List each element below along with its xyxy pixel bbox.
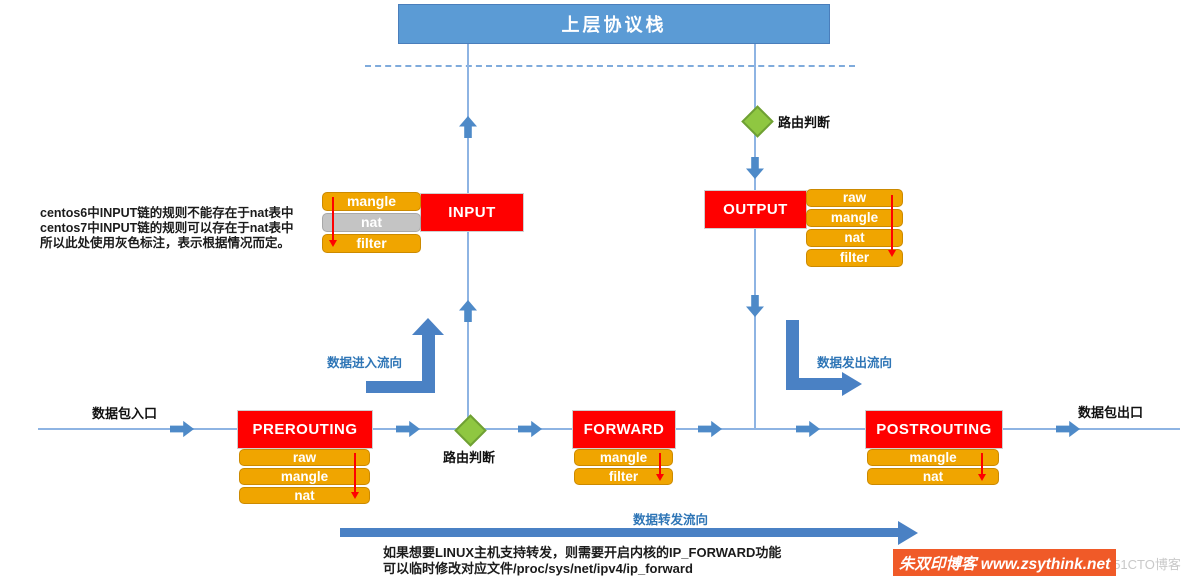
chain-box-postrouting: POSTROUTING bbox=[865, 410, 1003, 449]
table-order-arrow bbox=[888, 195, 896, 257]
note-line-2: centos7中INPUT链的规则可以存在于nat表中 bbox=[40, 221, 294, 235]
chain-label-input: INPUT bbox=[448, 204, 496, 221]
table-row-nat: nat bbox=[867, 468, 999, 485]
right-arrow-icon bbox=[698, 420, 722, 438]
forward-table-stack: mangle filter bbox=[574, 449, 673, 485]
note-line-3: 所以此处使用灰色标注，表示根据情况而定。 bbox=[40, 236, 291, 250]
table-row-mangle: mangle bbox=[239, 468, 370, 485]
output-flow-line bbox=[754, 42, 756, 429]
chain-label-postrouting: POSTROUTING bbox=[876, 421, 992, 438]
table-row-filter: filter bbox=[806, 249, 903, 267]
table-row-nat: nat bbox=[806, 229, 903, 247]
flow-in-label: 数据进入流向 bbox=[327, 356, 403, 370]
table-row-filter: filter bbox=[574, 468, 673, 485]
packet-in-label: 数据包入口 bbox=[92, 406, 158, 421]
right-arrow-icon bbox=[1056, 420, 1080, 438]
up-arrow-icon bbox=[459, 116, 477, 138]
table-order-arrow bbox=[978, 453, 986, 481]
chain-box-prerouting: PREROUTING bbox=[237, 410, 373, 449]
watermark-badge: 朱双印博客 www.zsythink.net bbox=[893, 549, 1117, 576]
right-arrow-icon bbox=[796, 420, 820, 438]
forward-flow-arrow bbox=[340, 521, 922, 545]
table-row-mangle: mangle bbox=[574, 449, 673, 466]
routing-decision-label-top: 路由判断 bbox=[778, 115, 831, 130]
chain-label-output: OUTPUT bbox=[723, 201, 788, 218]
chain-box-output: OUTPUT bbox=[704, 190, 807, 229]
down-arrow-icon bbox=[746, 295, 764, 317]
centos-note-text: centos6中INPUT链的规则不能存在于nat表中 centos7中INPU… bbox=[40, 206, 294, 251]
table-order-arrow bbox=[656, 453, 664, 481]
packet-out-label: 数据包出口 bbox=[1078, 405, 1144, 420]
flow-out-label: 数据发出流向 bbox=[817, 356, 893, 370]
chain-box-forward: FORWARD bbox=[572, 410, 676, 449]
prerouting-table-stack: raw mangle nat bbox=[239, 449, 370, 504]
up-arrow-icon bbox=[459, 300, 477, 322]
right-arrow-icon bbox=[396, 420, 420, 438]
table-order-arrow bbox=[351, 453, 359, 499]
table-row-filter: filter bbox=[322, 234, 421, 253]
table-order-arrow bbox=[329, 197, 337, 247]
bottom-note-line-2: 可以临时修改对应文件/proc/sys/net/ipv4/ip_forward bbox=[383, 561, 693, 576]
down-arrow-icon bbox=[746, 157, 764, 179]
input-table-stack: mangle nat filter bbox=[322, 192, 421, 253]
table-row-raw: raw bbox=[239, 449, 370, 466]
outbound-flow-arrow bbox=[786, 320, 876, 402]
ip-forward-note: 如果想要LINUX主机支持转发，则需要开启内核的IP_FORWARD功能 可以临… bbox=[383, 545, 781, 577]
routing-decision-diamond-top bbox=[741, 105, 774, 138]
chain-box-input: INPUT bbox=[420, 193, 524, 232]
table-row-mangle: mangle bbox=[322, 192, 421, 211]
bottom-note-line-1: 如果想要LINUX主机支持转发，则需要开启内核的IP_FORWARD功能 bbox=[383, 545, 782, 560]
chain-label-prerouting: PREROUTING bbox=[252, 421, 358, 438]
protocol-stack-title: 上层协议栈 bbox=[561, 15, 667, 35]
dashed-separator-line bbox=[365, 65, 855, 67]
postrouting-table-stack: mangle nat bbox=[867, 449, 999, 485]
note-line-1: centos6中INPUT链的规则不能存在于nat表中 bbox=[40, 206, 294, 220]
chain-label-forward: FORWARD bbox=[583, 421, 665, 438]
flow-forward-label: 数据转发流向 bbox=[633, 513, 709, 527]
right-arrow-icon bbox=[170, 420, 194, 438]
inbound-flow-arrow bbox=[366, 318, 444, 393]
table-row-nat: nat bbox=[322, 213, 421, 232]
watermark-site-text: 朱双印博客 www.zsythink.net bbox=[899, 555, 1111, 573]
right-arrow-icon bbox=[518, 420, 542, 438]
routing-decision-label-mid: 路由判断 bbox=[443, 450, 496, 465]
table-row-mangle: mangle bbox=[867, 449, 999, 466]
table-row-nat: nat bbox=[239, 487, 370, 504]
protocol-stack-banner: 上层协议栈 bbox=[398, 4, 830, 44]
output-table-stack: raw mangle nat filter bbox=[806, 189, 903, 267]
faint-watermark-text: @51CTO博客 bbox=[1100, 557, 1181, 572]
table-row-mangle: mangle bbox=[806, 209, 903, 227]
table-row-raw: raw bbox=[806, 189, 903, 207]
routing-decision-diamond-mid bbox=[454, 414, 487, 447]
